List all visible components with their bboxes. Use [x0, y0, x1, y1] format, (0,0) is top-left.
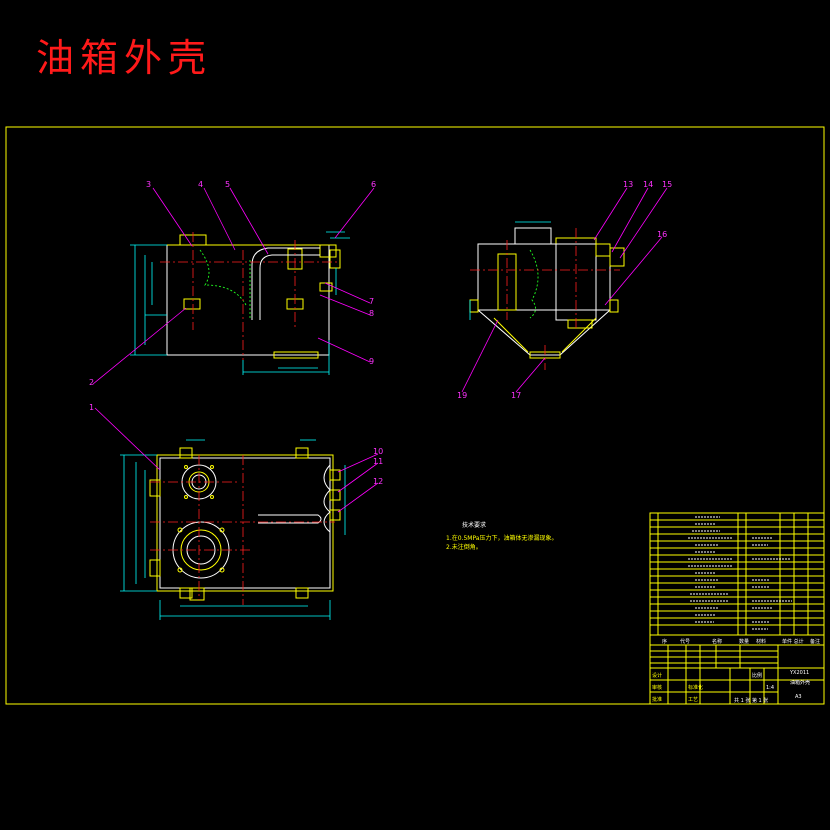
tech-note-1: 1.在0.5MPa压力下，油箱体无渗漏现象。 — [446, 534, 557, 542]
header-note: 备注 — [810, 638, 820, 645]
approver-label: 批准 — [652, 696, 662, 703]
process-label: 工艺 — [688, 697, 698, 703]
header-name: 名称 — [712, 638, 722, 645]
balloon-labels: 3 4 5 6 2 7 8 9 1 10 11 12 13 14 15 16 1… — [89, 180, 672, 486]
side-view — [469, 221, 625, 370]
balloon-8: 8 — [369, 309, 374, 318]
leader-lines — [92, 187, 668, 513]
parts-list-header: 序 代号 名称 数量 材料 单件 总计 备注 — [649, 634, 825, 646]
technical-requirements: 技术要求 1.在0.5MPa压力下，油箱体无渗漏现象。 2.未注倒角。 — [446, 521, 557, 551]
balloon-16: 16 — [657, 230, 667, 239]
balloon-1: 1 — [89, 403, 94, 412]
header-seq: 序 — [662, 638, 667, 645]
balloon-4: 4 — [198, 180, 203, 189]
header-weight: 单件 总计 — [782, 638, 804, 645]
front-view-body — [166, 244, 330, 356]
front-view — [130, 231, 350, 375]
balloon-2: 2 — [89, 378, 94, 387]
drawing-number: YX2011 — [789, 670, 809, 676]
parts-list: 序 代号 名称 数量 材料 单件 总计 备注 — [649, 512, 825, 646]
sheet-size: A3 — [795, 694, 802, 700]
balloon-3: 3 — [146, 180, 151, 189]
standardize-label: 标准化 — [688, 684, 703, 691]
parts-list-scribble — [688, 516, 792, 630]
header-material: 材料 — [756, 638, 766, 645]
header-qty: 数量 — [739, 638, 749, 645]
tech-notes-heading: 技术要求 — [462, 521, 486, 529]
part-name: 油箱外壳 — [790, 679, 810, 686]
scale-label: 比例 — [752, 672, 762, 679]
header-code: 代号 — [680, 638, 690, 645]
sheet-info: 共 1 张 第 1 张 — [734, 697, 768, 704]
balloon-12: 12 — [373, 477, 383, 486]
balloon-7: 7 — [369, 297, 374, 306]
balloon-13: 13 — [623, 180, 633, 189]
balloon-17: 17 — [511, 391, 521, 400]
top-view — [120, 439, 346, 620]
balloon-19: 19 — [457, 391, 467, 400]
scale-value: 1:4 — [766, 685, 774, 691]
balloon-6: 6 — [371, 180, 376, 189]
balloon-15: 15 — [662, 180, 672, 189]
balloon-9: 9 — [369, 357, 374, 366]
checker-label: 审核 — [652, 684, 662, 691]
balloon-10: 10 — [373, 447, 383, 456]
balloon-11: 11 — [373, 457, 383, 466]
balloon-14: 14 — [643, 180, 653, 189]
drawing-title: 油箱外壳 — [36, 36, 213, 80]
sheet-frame — [5, 126, 825, 705]
tech-note-2: 2.未注倒角。 — [446, 543, 482, 551]
balloon-5: 5 — [225, 180, 230, 189]
designer-label: 设计 — [652, 672, 662, 679]
title-block: YX2011 油箱外壳 A3 共 1 张 第 1 张 比例 1:4 设计 审核 … — [649, 644, 825, 705]
top-view-body — [159, 457, 331, 589]
